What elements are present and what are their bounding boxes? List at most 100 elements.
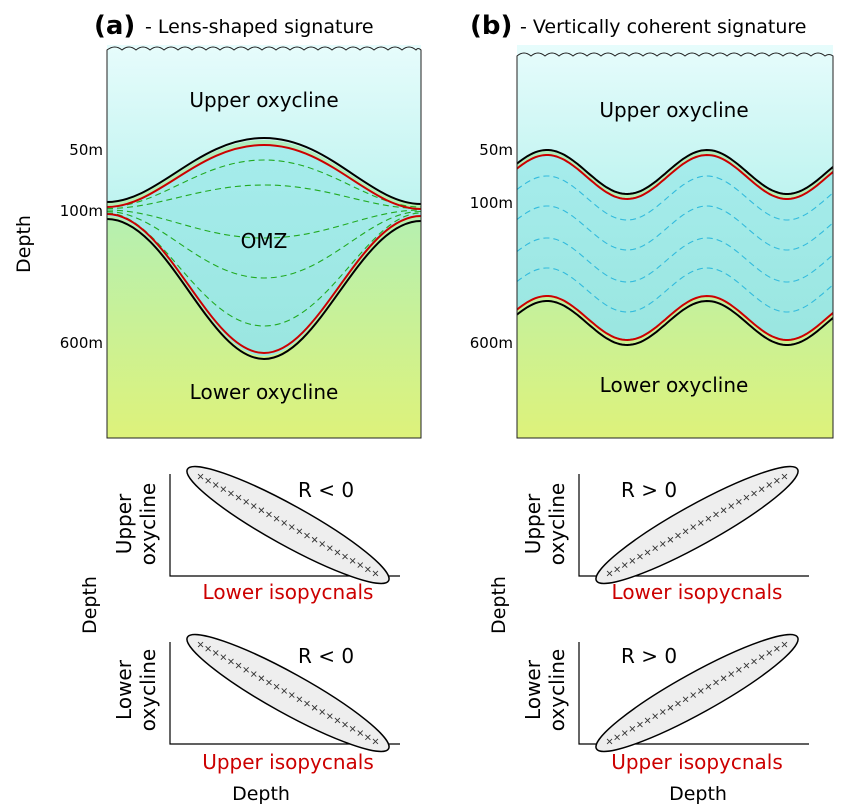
scatter-point <box>614 734 620 741</box>
lens-isopycnal <box>107 209 421 239</box>
scatter-point <box>296 696 303 703</box>
scatter-point <box>365 566 371 573</box>
scatter-point <box>334 549 341 556</box>
scatter-axes <box>578 474 809 577</box>
scatter-point <box>697 688 704 694</box>
scatter-point <box>736 498 742 505</box>
scatter-point <box>349 726 356 732</box>
panel-b-title: (b) - Vertically coherent signature <box>470 11 807 41</box>
scatter-point <box>327 545 333 552</box>
coherent-isopycnal <box>517 205 833 251</box>
scatter-point <box>319 709 326 715</box>
scatter-point <box>720 675 727 682</box>
scatter-point <box>652 545 658 552</box>
scatter-point <box>243 498 249 505</box>
panel-b-letter: (b) <box>470 11 512 41</box>
scatter-point <box>266 511 272 518</box>
scatter-point <box>327 713 333 720</box>
scatter-point <box>621 730 628 736</box>
panel-a-s2-ylabel-1: Lower <box>112 659 136 720</box>
scatter-point <box>690 524 697 530</box>
scatter-point <box>266 679 272 686</box>
scatter-point <box>720 507 727 514</box>
coherent-isopycnal <box>517 175 833 221</box>
panel-b-s1-corr: R > 0 <box>621 478 677 502</box>
scatter-point <box>637 721 643 728</box>
left-depth-axis-label: Depth <box>13 215 35 273</box>
scatter-point <box>705 515 712 522</box>
scatter-point <box>728 503 735 509</box>
panel-b-s2-ylabel-2: oxycline <box>545 649 569 731</box>
scatter-point <box>766 650 773 656</box>
scatter-ellipse <box>186 633 390 753</box>
scatter-axes <box>169 642 400 745</box>
scatter-point <box>228 490 234 497</box>
scatter-point <box>250 671 257 677</box>
scatter-point <box>682 696 689 703</box>
scatter-point <box>205 645 211 652</box>
panel-b-bottom-depth-label: Depth <box>669 783 727 805</box>
scatter-point <box>235 662 242 669</box>
scatter-point <box>690 692 697 698</box>
panel-a-upper-label: Upper oxycline <box>189 88 338 112</box>
scatter-point <box>243 666 249 673</box>
scatter-point <box>667 704 674 711</box>
scatter-point <box>751 658 757 665</box>
scatter-point <box>697 520 704 526</box>
scatter-point <box>713 511 719 518</box>
panel-a-tick-50m: 50m <box>69 141 103 159</box>
scatter-point <box>606 570 613 577</box>
panel-b-frame <box>516 52 834 439</box>
scatter-point <box>304 700 310 707</box>
scatter-point <box>273 515 280 522</box>
scatter-point <box>228 658 234 665</box>
scatter-point <box>273 683 280 690</box>
scatter-point <box>304 532 310 539</box>
panel-b-lower-label: Lower oxycline <box>600 373 749 397</box>
scatter-point <box>675 532 681 539</box>
panel-b-s2-xlabel: Upper isopycnals <box>611 750 783 774</box>
panel-b-s2-ylabel-1: Lower <box>521 659 545 720</box>
scatter-point <box>220 654 227 660</box>
scatter-point <box>614 566 620 573</box>
panel-a-letter: (a) <box>94 11 135 41</box>
scatter-point <box>342 721 348 728</box>
scatter-point <box>258 507 265 514</box>
panel-a-title: (a) - Lens-shaped signature <box>94 11 374 41</box>
scatter-point <box>659 541 666 547</box>
scatter-point <box>705 683 712 690</box>
scatter-point <box>334 717 341 724</box>
scatter-point <box>682 528 689 535</box>
panel-a-title-text: - Lens-shaped signature <box>145 16 374 38</box>
scatter-point <box>667 536 674 543</box>
panel-b-title-text: - Vertically coherent signature <box>520 16 807 38</box>
lens-isopycnal <box>107 159 421 208</box>
scatter-point <box>197 641 204 648</box>
scatter-point <box>751 490 757 497</box>
panel-b-s1-xlabel: Lower isopycnals <box>612 580 783 604</box>
panel-b-s1-ylabel-2: oxycline <box>545 483 569 565</box>
scatter-point <box>349 558 356 564</box>
panel-a-core-label: OMZ <box>241 229 288 253</box>
panel-a-s1-corr: R < 0 <box>298 478 354 502</box>
scatter-point <box>713 679 719 686</box>
panel-a-tick-100m: 100m <box>60 202 103 220</box>
scatter-point <box>235 494 242 501</box>
scatter-point <box>288 692 295 698</box>
panel-b-tick-600m: 600m <box>470 334 513 352</box>
panel-b-coherent-isopycnals <box>517 175 833 313</box>
scatter-point <box>357 562 364 568</box>
scatter-point <box>758 654 765 660</box>
scatter-point <box>629 558 636 564</box>
scatter-axes <box>169 474 400 577</box>
scatter-point <box>736 666 742 673</box>
panel-a-s1-ylabel-2: oxycline <box>136 483 160 565</box>
scatter-point <box>357 730 364 736</box>
scatter-point <box>220 486 227 492</box>
scatter-point <box>675 700 681 707</box>
panel-a-frame <box>106 46 422 439</box>
panel-b-scatter-lower <box>578 633 809 753</box>
panel-a-lower-label: Lower oxycline <box>190 380 339 404</box>
scatter-point <box>659 709 666 715</box>
panel-b-upper-label: Upper oxycline <box>599 98 748 122</box>
